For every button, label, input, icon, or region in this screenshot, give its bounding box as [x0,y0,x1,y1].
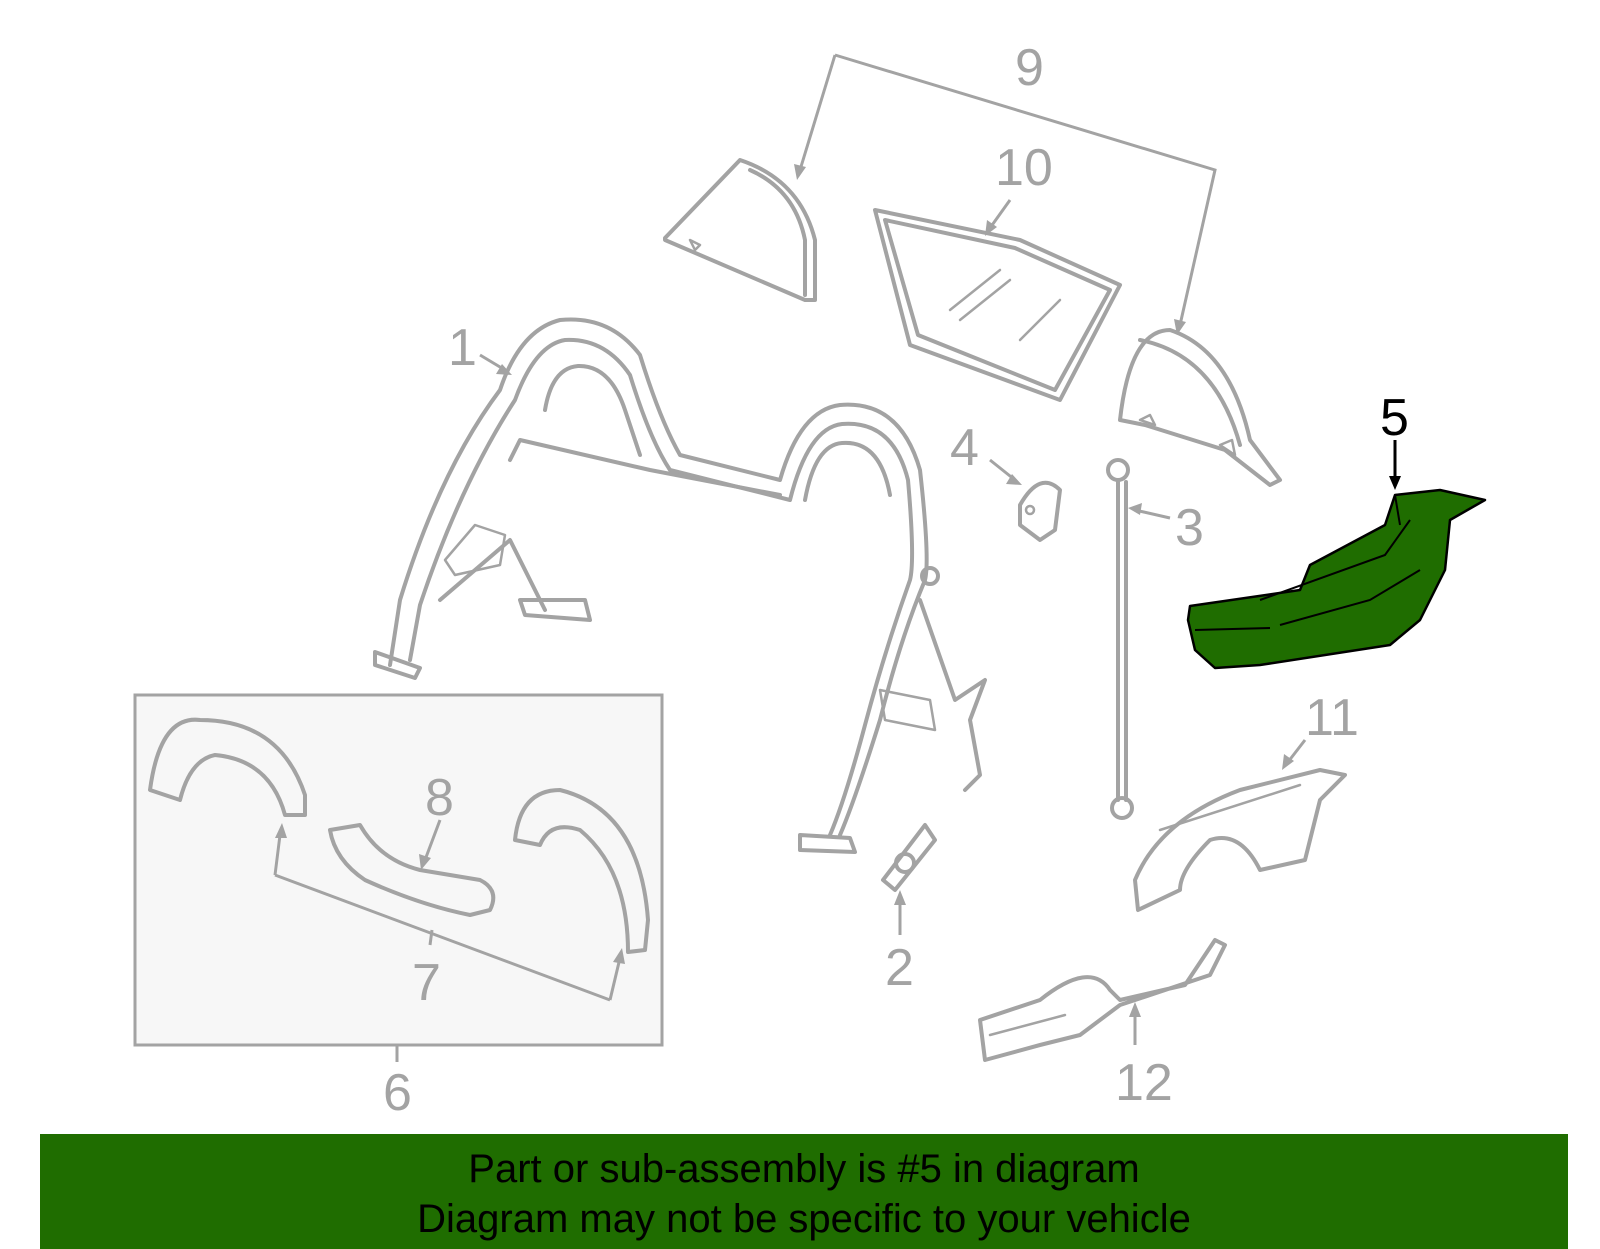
callout-5: 5 [1380,389,1409,447]
banner-line-part-number: Part or sub-assembly is #5 in diagram [468,1147,1140,1191]
part-4-bracket[interactable] [1018,480,1062,542]
callout-3: 3 [1175,499,1204,557]
part-7-left-cover[interactable] [148,717,307,817]
inset-box-part-6 [133,693,664,1047]
part-9-left-quarter-panel[interactable] [663,158,817,302]
callout-7: 7 [412,954,441,1012]
callout-2: 2 [885,939,914,997]
callout-labels: 1 2 3 4 5 6 7 8 9 10 11 12 [383,39,1409,1122]
callout-9: 9 [1015,39,1044,97]
part-5-trim-panel[interactable] [1186,488,1487,670]
callout-8: 8 [425,769,454,827]
part-12-trim-bracket[interactable] [978,938,1227,1062]
part-7-right-cover[interactable] [513,788,650,954]
callout-4: 4 [950,419,979,477]
callout-1: 1 [448,319,477,377]
part-2-nut[interactable] [881,823,937,892]
callout-11: 11 [1305,689,1359,747]
info-banner: Part or sub-assembly is #5 in diagram Di… [40,1134,1568,1249]
part-3-rod[interactable] [1106,458,1134,820]
part-1-roll-bar[interactable] [373,317,987,854]
part-11-trim-bracket[interactable] [1133,768,1347,912]
part-9-right-quarter-panel[interactable] [1118,328,1282,487]
part-8-grab-handle[interactable] [328,823,496,917]
callout-10: 10 [995,139,1053,197]
part-10-rear-window[interactable] [873,208,1122,402]
leader-lines [273,53,1401,1062]
callout-12: 12 [1115,1054,1173,1112]
banner-line-disclaimer: Diagram may not be specific to your vehi… [417,1197,1191,1241]
callout-6: 6 [383,1064,412,1122]
